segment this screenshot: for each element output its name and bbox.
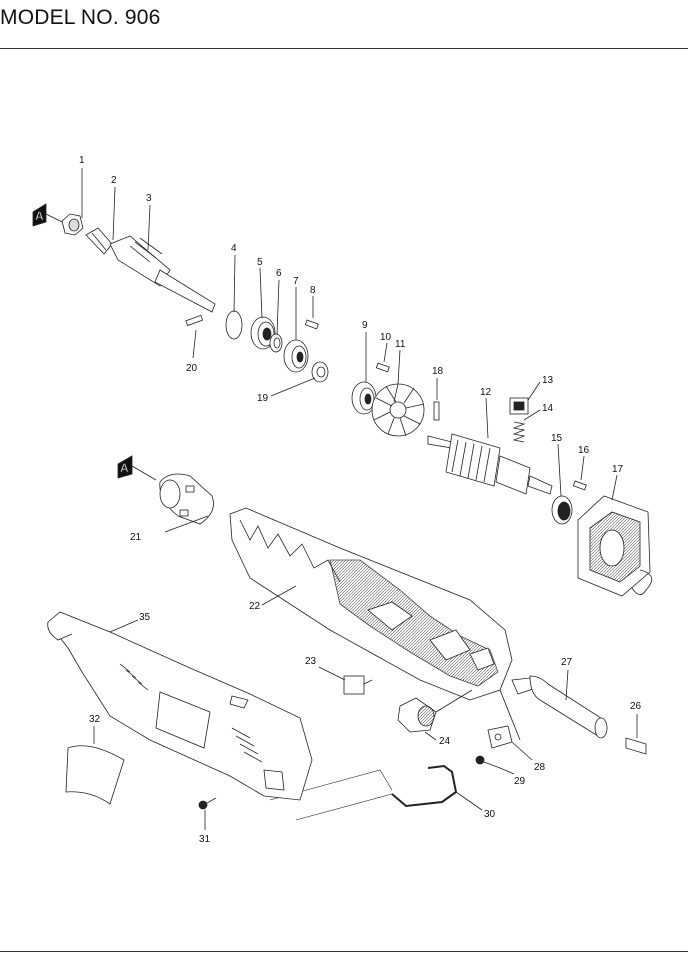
part-13-brush-holder: [509, 381, 541, 415]
part-11-fan: [371, 349, 425, 437]
part-31-screw: [198, 797, 217, 830]
label-part-35: 35: [139, 612, 151, 623]
marker-a-middle: A: [117, 455, 157, 481]
label-part-32: 32: [89, 714, 101, 725]
part-10-pin: [375, 342, 390, 373]
part-29-screw: [475, 755, 515, 775]
label-part-28: 28: [534, 762, 546, 773]
label-part-17: 17: [612, 464, 624, 475]
label-part-20: 20: [186, 363, 198, 374]
label-part-11: 11: [395, 339, 406, 350]
label-part-14: 14: [542, 403, 554, 414]
part-32-label: [65, 726, 125, 805]
label-part-21: 21: [130, 532, 142, 543]
label-part-16: 16: [578, 445, 590, 456]
marker-a-top-label: A: [35, 209, 44, 223]
part-35-assembled-tool: [47, 611, 313, 801]
part-5-bearing: [250, 267, 276, 350]
part-20-pin: [185, 314, 204, 359]
label-part-4: 4: [231, 243, 237, 254]
label-part-3: 3: [146, 193, 152, 204]
part-6-ring: [269, 279, 283, 353]
label-part-30: 30: [484, 809, 496, 820]
part-28-plate: [487, 689, 533, 761]
label-part-31: 31: [199, 834, 211, 845]
label-part-26: 26: [630, 701, 642, 712]
part-30-wire-clip: [269, 764, 483, 821]
part-12-armature: [427, 397, 553, 495]
label-part-27: 27: [561, 657, 573, 668]
label-part-8: 8: [310, 285, 316, 296]
part-7-bearing: [283, 287, 309, 373]
marker-a-top: A: [32, 203, 63, 227]
part-3-spindle: [109, 204, 216, 313]
label-part-10: 10: [380, 332, 392, 343]
part-15-bearing: [551, 443, 573, 525]
label-part-23: 23: [305, 656, 317, 667]
part-14-spring: [512, 409, 541, 443]
label-part-1: 1: [79, 155, 85, 166]
page-title: MODEL NO. 906: [0, 6, 161, 29]
part-16-pin: [572, 455, 587, 491]
label-part-6: 6: [276, 268, 282, 279]
label-part-2: 2: [111, 175, 117, 186]
label-part-15: 15: [551, 433, 563, 444]
label-part-5: 5: [257, 257, 263, 268]
footer-divider: [0, 951, 688, 952]
part-8-pin: [304, 296, 319, 330]
label-part-9: 9: [362, 320, 368, 331]
part-19-spacer: [270, 361, 329, 397]
marker-a-middle-label: A: [120, 461, 129, 475]
part-number-labels: 1 2 3 4 5 6 7 8 9 10 11 12 13 14 15 16 1…: [79, 155, 642, 845]
label-part-12: 12: [480, 387, 492, 398]
part-1-nut: [61, 168, 84, 236]
part-18-pin: [433, 378, 440, 421]
part-23-capacitor: [318, 666, 373, 695]
part-17-field: [577, 474, 653, 597]
part-27-shaft: [511, 669, 608, 739]
part-4-washer: [225, 254, 243, 340]
label-part-7: 7: [293, 276, 299, 287]
part-9-bearing: [351, 332, 377, 415]
label-part-18: 18: [432, 366, 444, 377]
part-26-sleeve: [625, 714, 647, 755]
part-21-nose-cap: [159, 473, 214, 533]
part-22-housing: [229, 507, 513, 701]
label-part-24: 24: [439, 736, 451, 747]
label-part-13: 13: [542, 375, 554, 386]
header-divider: [0, 48, 688, 49]
label-part-29: 29: [514, 776, 526, 787]
part-24-switch: [397, 689, 473, 741]
label-part-19: 19: [257, 393, 269, 404]
label-part-22: 22: [249, 601, 261, 612]
